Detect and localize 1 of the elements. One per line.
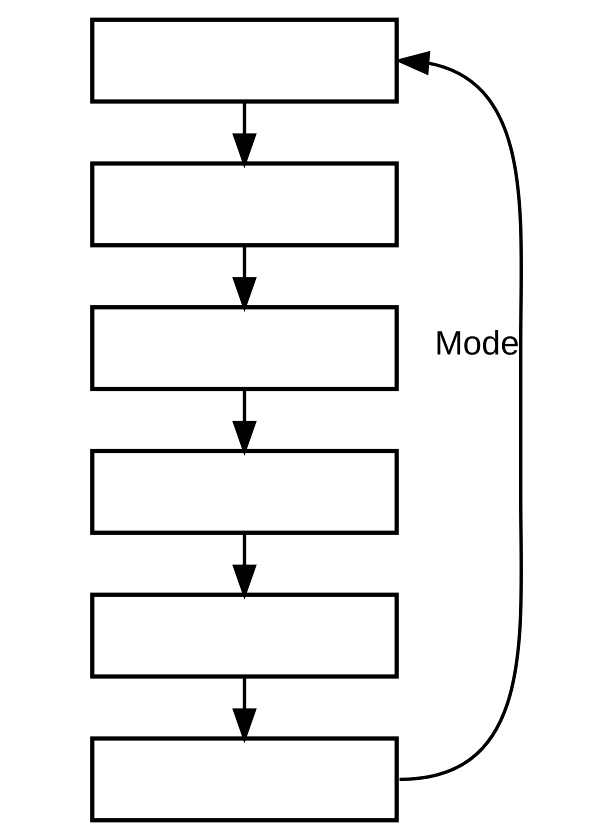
edge-label: Mode [434,324,519,362]
